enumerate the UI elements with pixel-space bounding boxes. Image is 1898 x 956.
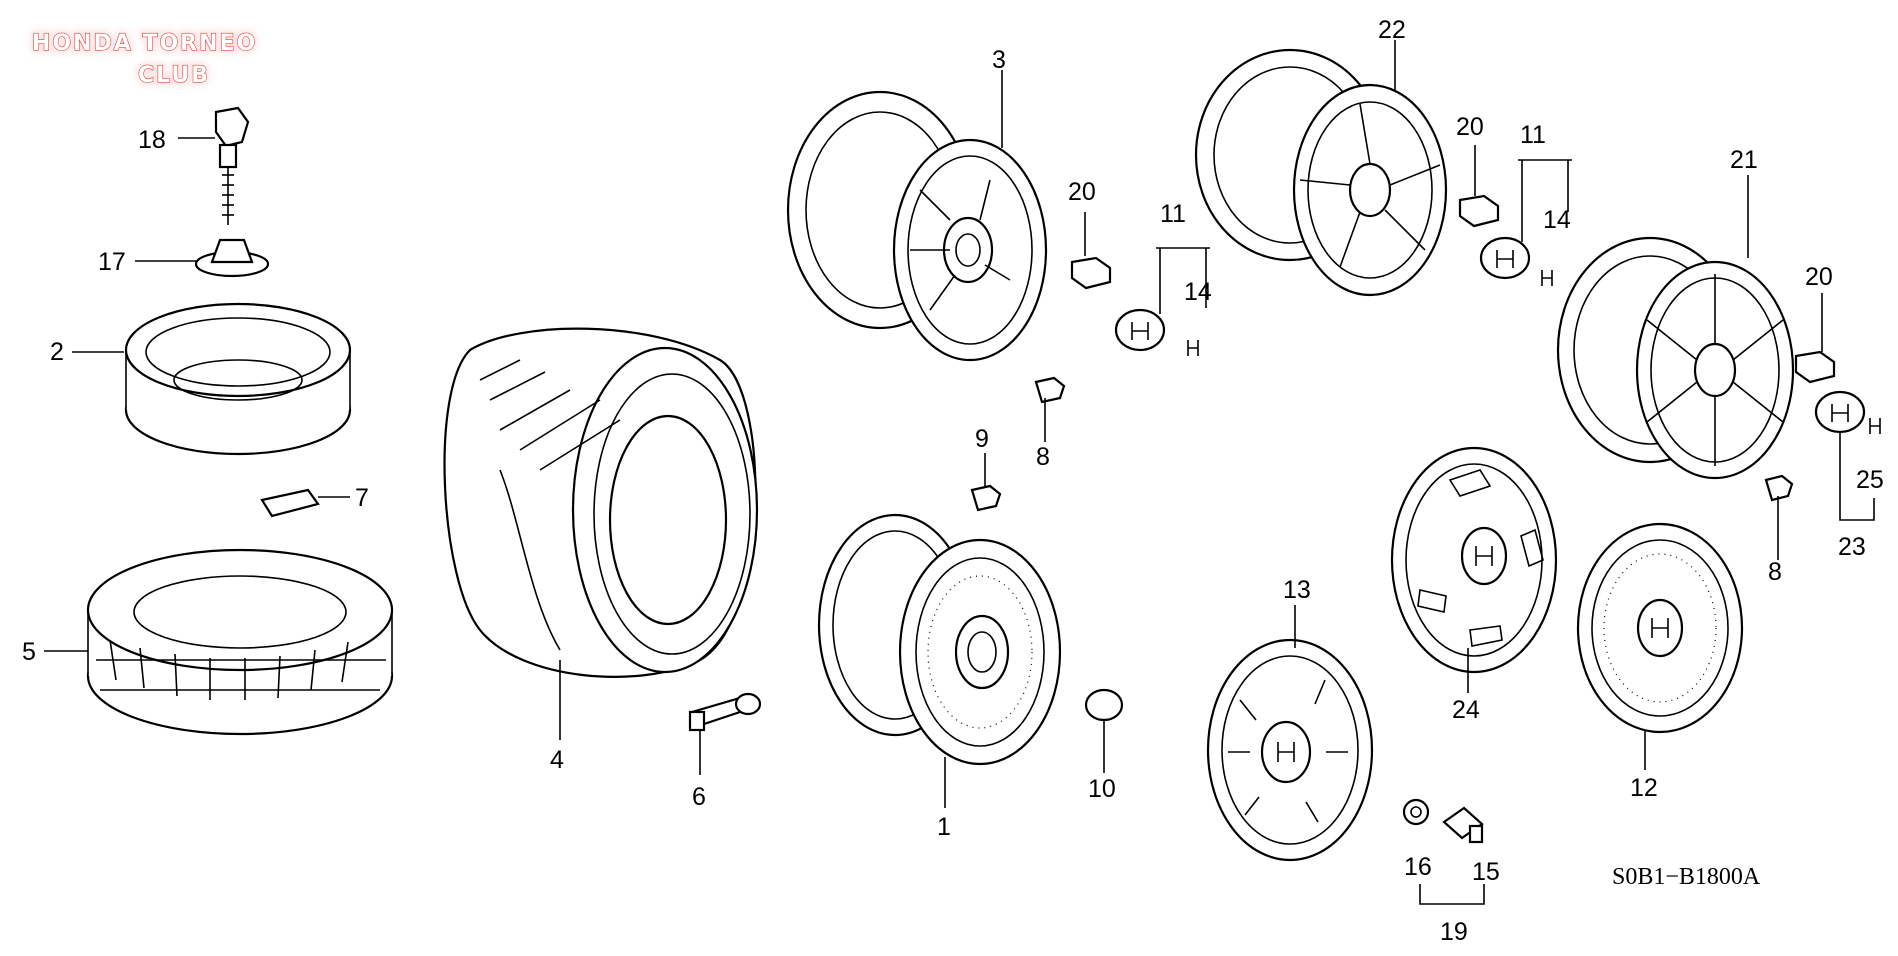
callout-19: 19 [1440, 918, 1468, 946]
part-6-valve [688, 692, 762, 775]
callout-20-c: 20 [1805, 263, 1833, 291]
club-logo: HONDA TORNEO CLUB [31, 30, 257, 88]
callout-12: 12 [1630, 774, 1658, 802]
callout-8-a: 8 [1036, 443, 1050, 471]
part-13-wheel-cover [1206, 605, 1374, 862]
callout-17: 17 [98, 248, 126, 276]
logo-line-1: HONDA TORNEO [32, 31, 257, 56]
callout-labels: 18 17 2 7 5 4 6 3 20 11 14 22 20 11 14 2… [22, 16, 1884, 946]
callout-10: 10 [1088, 775, 1116, 803]
part-17-spare-nut [135, 238, 270, 278]
part-25-emblem [1869, 418, 1881, 434]
part-14-emblem-b [1541, 270, 1553, 286]
callout-6: 6 [692, 783, 706, 811]
callout-15: 15 [1472, 858, 1500, 886]
part-24-wheel-cover [1390, 446, 1558, 693]
callout-23: 23 [1838, 533, 1866, 561]
callout-20-b: 20 [1456, 113, 1484, 141]
callout-4: 4 [550, 746, 564, 774]
part-14-emblem-a [1187, 340, 1199, 356]
part-15-bolt [1442, 806, 1484, 844]
part-7-label [260, 488, 350, 518]
callout-3: 3 [992, 46, 1006, 74]
part-19-bracket [1419, 884, 1485, 905]
logo-line-2: CLUB [138, 63, 210, 88]
part-18-spare-bolt [178, 106, 250, 225]
part-9-clip [970, 453, 1002, 512]
part-20-wheel-nut-a [1070, 212, 1112, 290]
part-2-spare-wheel [72, 302, 352, 456]
part-4-tire [443, 327, 759, 740]
part-8-clip-a [1034, 376, 1066, 442]
part-5-spare-tire [44, 548, 394, 736]
part-11-center-cap-b [1479, 159, 1572, 280]
part-8-clip-b [1764, 474, 1794, 560]
part-21-alloy-wheel [1556, 175, 1795, 480]
callout-14-b: 14 [1543, 206, 1571, 234]
part-3-alloy-wheel [786, 70, 1048, 362]
callout-21: 21 [1730, 146, 1758, 174]
callout-2: 2 [50, 338, 64, 366]
callout-25: 25 [1856, 466, 1884, 494]
part-20-wheel-nut-b [1458, 145, 1500, 228]
callout-9: 9 [975, 425, 989, 453]
callout-18: 18 [138, 126, 166, 154]
part-10-center-cap [1084, 688, 1124, 773]
part-23-center-cap [1814, 390, 1875, 521]
part-1-steel-wheel [817, 513, 1062, 808]
part-16-washer [1402, 798, 1430, 826]
callout-11-b: 11 [1520, 121, 1546, 149]
part-22-alloy-wheel [1194, 40, 1448, 297]
part-12-wheel-cover [1576, 522, 1744, 770]
part-11-center-cap-a [1114, 247, 1210, 352]
callout-14-a: 14 [1184, 278, 1212, 306]
callout-24: 24 [1452, 696, 1480, 724]
callout-13: 13 [1283, 576, 1311, 604]
callout-22: 22 [1378, 16, 1406, 44]
callout-5: 5 [22, 638, 36, 666]
callout-1: 1 [937, 813, 951, 841]
callout-11-a: 11 [1160, 200, 1186, 228]
callout-20-a: 20 [1068, 178, 1096, 206]
callout-8-b: 8 [1768, 558, 1782, 586]
callout-16: 16 [1404, 853, 1432, 881]
part-20-wheel-nut-c [1794, 293, 1836, 384]
diagram-code: S0B1−B1800A [1612, 864, 1761, 890]
callout-7: 7 [355, 484, 369, 512]
